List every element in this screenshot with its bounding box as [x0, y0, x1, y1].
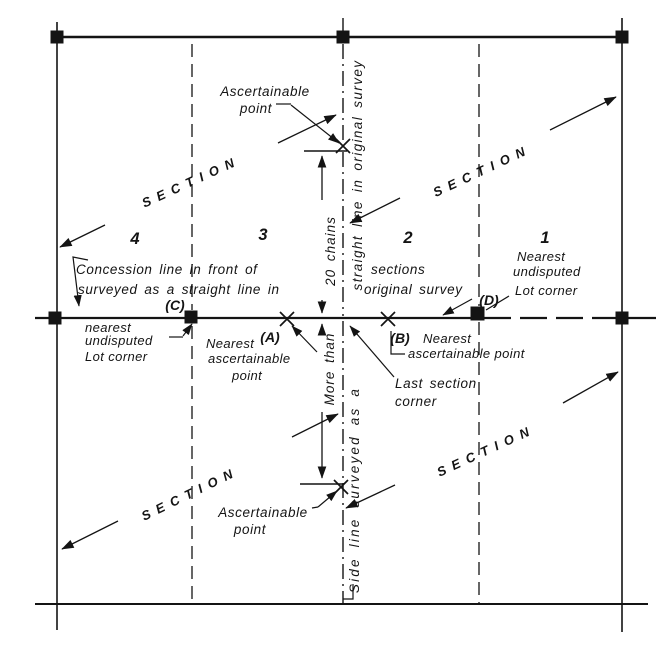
point-a-label: (A) — [260, 329, 280, 345]
sections-note-line1: sections — [371, 262, 425, 277]
dimension-label-more-than: More than — [322, 333, 337, 406]
monument-north-centre — [336, 30, 350, 44]
leader-lines — [72, 103, 510, 600]
nearest-undisputed-left-line3: Lot corner — [85, 349, 148, 364]
concession-note-line2: surveyed as a straight line in — [78, 282, 280, 297]
last-section-corner-line1: Last section — [395, 376, 477, 391]
nearest-ascertainable-a-line3: point — [231, 368, 263, 383]
point-c-label: (C) — [165, 297, 185, 313]
monument-northwest — [50, 30, 64, 44]
monument-point-d — [470, 306, 485, 321]
nearest-ascertainable-b-line1: Nearest — [423, 331, 472, 346]
section-word-bottom-right: SECTION — [435, 421, 538, 479]
section-arrow-tr-east — [549, 96, 617, 131]
section-arrow-tl-west — [59, 224, 106, 248]
section-words: SECTION SECTION SECTION SECTION — [139, 141, 538, 524]
section-number-4: 4 — [129, 230, 139, 248]
side-line-label-hook — [343, 584, 354, 600]
concession-note-line1: Concession line in front of — [76, 262, 258, 277]
leader-point-b — [390, 331, 405, 355]
point-d-label: (D) — [479, 292, 499, 308]
section-numbers: 4 3 2 1 — [129, 226, 549, 248]
ascertainable-top-line1: Ascertainable — [219, 84, 310, 99]
x-marks — [279, 138, 396, 495]
leader-last-section-corner — [349, 325, 395, 378]
leader-sections-original-survey — [442, 298, 473, 316]
corner-monuments — [48, 30, 629, 325]
section-word-top-right: SECTION — [431, 141, 534, 200]
annotations: Ascertainable point Ascertainable point … — [76, 60, 581, 594]
leader-ascertainable-bottom-dash — [311, 506, 319, 509]
sections-note-line2: original survey — [364, 282, 463, 297]
leader-concession-note — [72, 256, 89, 307]
section-line-arrows — [59, 96, 619, 550]
nearest-undisputed-right-line3: Lot corner — [515, 283, 578, 298]
monument-east-middle — [615, 311, 629, 325]
leader-ascertainable-top — [290, 104, 340, 144]
nearest-ascertainable-b-line2: ascertainable point — [408, 346, 526, 361]
leader-point-c — [182, 323, 193, 337]
leader-lot-corner-d — [485, 295, 510, 311]
nearest-ascertainable-a-line1: Nearest — [206, 336, 255, 351]
x-mark-point-b — [380, 311, 396, 327]
nearest-ascertainable-a-line2: ascertainable — [208, 351, 291, 366]
section-number-1: 1 — [540, 229, 549, 247]
section-arrow-tr-centre — [349, 197, 401, 224]
monument-point-c — [184, 310, 198, 324]
monument-northeast — [615, 30, 629, 44]
nearest-undisputed-left-line2: undisputed — [85, 333, 153, 348]
ascertainable-top-line2: point — [239, 101, 273, 116]
leader-ascertainable-bottom — [317, 490, 338, 508]
x-mark-point-a — [279, 311, 295, 327]
section-arrow-tl-centre — [277, 114, 337, 144]
dimension-label-20-chains: 20 chains — [323, 216, 338, 287]
ascertainable-bottom-line1: Ascertainable — [217, 505, 308, 520]
section-number-3: 3 — [258, 226, 267, 244]
ascertainable-bottom-line2: point — [233, 522, 267, 537]
monument-west-middle — [48, 311, 62, 325]
side-line-label-lower: Side line surveyed as a — [347, 387, 362, 593]
nearest-undisputed-right-line2: undisputed — [513, 264, 581, 279]
section-word-top-left: SECTION — [140, 152, 243, 210]
dimension-lines — [300, 150, 347, 485]
last-section-corner-line2: corner — [395, 394, 437, 409]
section-arrow-br-centre — [345, 484, 396, 509]
section-arrow-br-east — [562, 371, 619, 404]
point-b-label: (B) — [390, 330, 410, 346]
section-arrow-bl-centre — [291, 413, 339, 438]
nearest-undisputed-left-line1: nearest — [85, 320, 132, 335]
section-arrow-bl-west — [61, 520, 119, 550]
section-number-2: 2 — [402, 229, 412, 247]
nearest-undisputed-right-line1: Nearest — [517, 249, 566, 264]
leader-point-a — [291, 325, 318, 353]
side-line-label-upper: straight line in original survey — [350, 60, 365, 291]
